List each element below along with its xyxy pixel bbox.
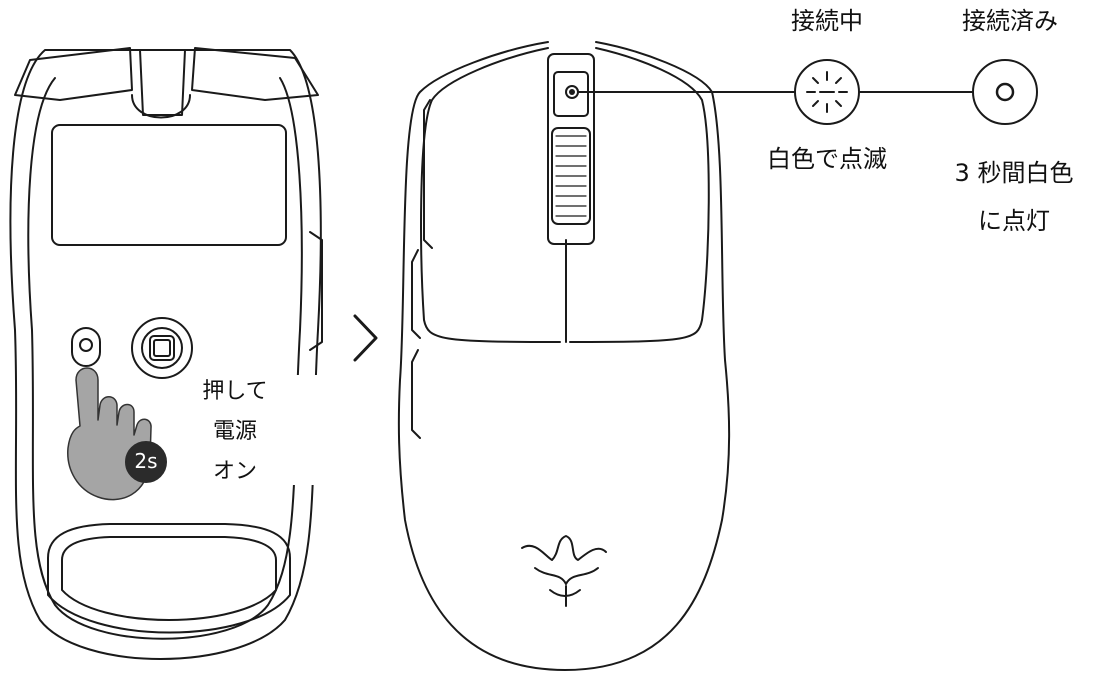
power-instruction-line2: 電源: [212, 419, 257, 444]
razer-logo-icon: [521, 535, 607, 607]
solid-led-icon: [972, 59, 1038, 125]
status-connected-description-line2: に点灯: [978, 207, 1050, 235]
status-connected-title: 接続済み: [962, 7, 1058, 35]
status-connected-description-line1: 3 秒間白色: [954, 159, 1074, 187]
status-connecting-description: 白色で点滅: [767, 145, 887, 173]
mouse-top-view: [397, 41, 731, 671]
hold-time-label: 2s: [134, 449, 158, 473]
blinking-led-icon: [794, 59, 860, 125]
power-instruction: 押して 電源 オン: [200, 372, 270, 492]
chevron-right-icon: [353, 314, 378, 362]
hold-time-badge: [125, 441, 167, 483]
mouse-bottom-view: [9, 47, 323, 660]
power-instruction-line3: オン: [212, 459, 257, 484]
power-instruction-line1: 押して: [202, 379, 268, 404]
status-connecting-title: 接続中: [791, 7, 863, 35]
